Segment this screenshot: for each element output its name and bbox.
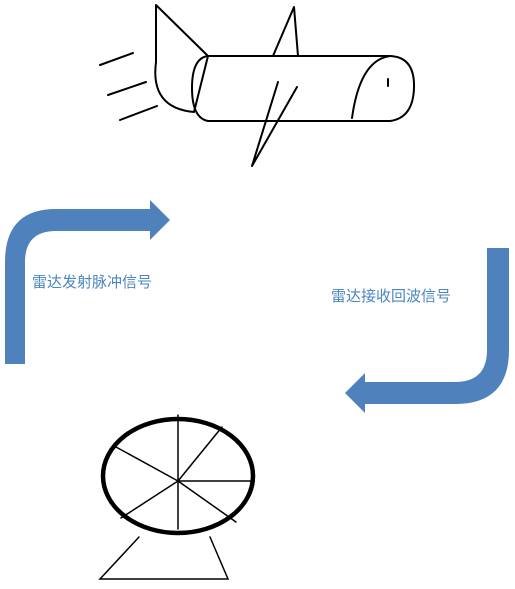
dish-spoke bbox=[177, 426, 223, 482]
dish-spoke bbox=[115, 446, 179, 482]
dish-spoke bbox=[177, 480, 237, 523]
dish-spoke bbox=[120, 480, 179, 519]
radar-dish bbox=[98, 414, 256, 580]
transmit-label: 雷达发射脉冲信号 bbox=[32, 273, 153, 291]
tail-fin bbox=[154, 4, 209, 113]
motion-line bbox=[99, 52, 134, 66]
nose-ring bbox=[351, 55, 391, 119]
lower-wing bbox=[251, 81, 298, 167]
upper-wing bbox=[272, 6, 299, 57]
receive-arrow bbox=[345, 248, 509, 413]
radar-stand bbox=[98, 536, 230, 580]
transmit-arrow bbox=[5, 200, 170, 364]
dish-rim bbox=[100, 416, 256, 536]
receive-label: 雷达接收回波信号 bbox=[331, 287, 452, 305]
motion-line bbox=[119, 105, 158, 121]
fuselage bbox=[191, 55, 416, 122]
motion-line bbox=[107, 81, 147, 96]
aircraft-target bbox=[99, 4, 416, 167]
